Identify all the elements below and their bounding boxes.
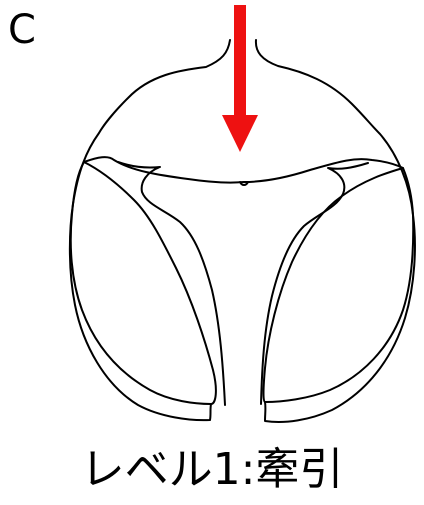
left-lobe: [71, 162, 216, 404]
figure-caption: レベル1:牽引: [0, 448, 424, 492]
arrow-shaft: [234, 5, 246, 118]
right-lobe: [264, 168, 414, 402]
arrow-head: [222, 115, 258, 152]
outer-contour-right: [256, 40, 415, 422]
upper-lobe-divider: [84, 157, 403, 182]
panel-label: C: [8, 10, 36, 50]
outer-contour: [70, 40, 230, 420]
down-arrow-icon: [222, 5, 258, 152]
inner-septum: [118, 162, 368, 405]
